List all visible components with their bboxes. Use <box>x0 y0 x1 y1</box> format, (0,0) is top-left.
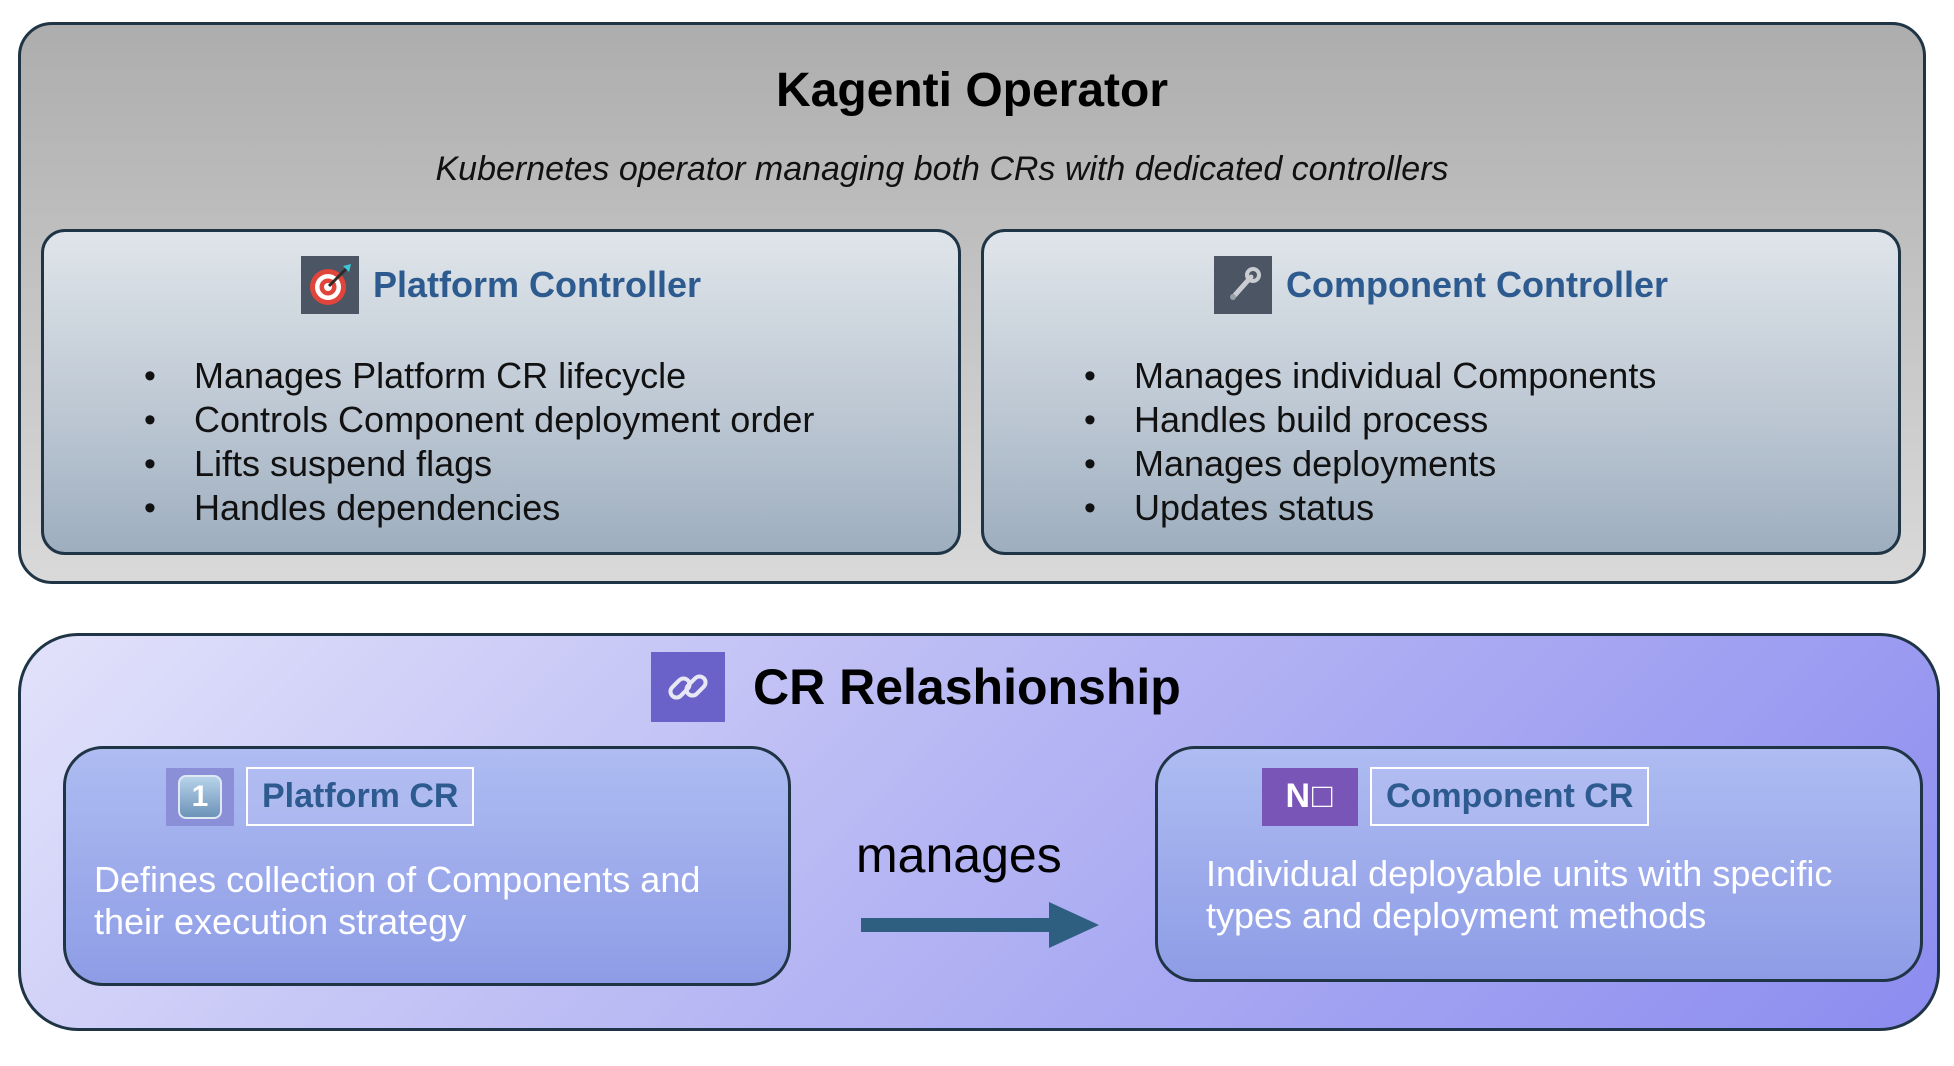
component-cr-box: N□ Component CR Individual deployable un… <box>1155 746 1923 982</box>
target-icon <box>300 256 359 314</box>
component-controller-box: Component Controller Manages individual … <box>981 229 1901 555</box>
component-cr-description: Individual deployable units with specifi… <box>1206 853 1833 936</box>
list-item: Manages individual Components <box>1084 354 1656 398</box>
component-cr-header: N□ Component CR <box>1262 767 1650 826</box>
list-item: Manages deployments <box>1084 442 1656 486</box>
list-item: Lifts suspend flags <box>144 442 814 486</box>
cr-relationship-header: CR Relashionship <box>651 652 1181 722</box>
manages-arrow-icon <box>861 902 1099 948</box>
operator-subtitle: Kubernetes operator managing both CRs wi… <box>435 150 1449 188</box>
component-controller-list: Manages individual Components Handles bu… <box>1084 354 1656 530</box>
number-one-icon: 1 <box>166 767 234 826</box>
platform-cr-box: 1 Platform CR Defines collection of Comp… <box>63 746 791 986</box>
list-item: Updates status <box>1084 486 1656 530</box>
number-one-glyph: 1 <box>178 774 222 819</box>
list-item: Manages Platform CR lifecycle <box>144 354 814 398</box>
list-item: Controls Component deployment order <box>144 398 814 442</box>
platform-cr-label: Platform CR <box>246 767 475 826</box>
link-icon <box>651 652 725 722</box>
cr-relationship-panel: CR Relashionship 1 Platform CR Defines c… <box>18 633 1940 1031</box>
operator-title: Kagenti Operator <box>775 64 1169 117</box>
platform-cr-header: 1 Platform CR <box>166 767 475 826</box>
list-item: Handles dependencies <box>144 486 814 530</box>
kagenti-operator-panel: Kagenti Operator Kubernetes operator man… <box>18 22 1926 584</box>
n-badge-icon: N□ <box>1262 767 1358 826</box>
cr-relationship-title: CR Relashionship <box>753 659 1181 715</box>
platform-controller-header: Platform Controller <box>44 256 958 314</box>
platform-cr-description: Defines collection of Components and the… <box>94 859 701 942</box>
platform-controller-list: Manages Platform CR lifecycle Controls C… <box>144 354 814 530</box>
platform-controller-box: Platform Controller Manages Platform CR … <box>41 229 961 555</box>
relation-label: manages <box>856 827 1062 883</box>
component-cr-label: Component CR <box>1370 767 1650 826</box>
list-item: Handles build process <box>1084 398 1656 442</box>
wrench-icon <box>1214 256 1272 314</box>
component-controller-title: Component Controller <box>1286 264 1668 305</box>
platform-controller-title: Platform Controller <box>372 264 702 305</box>
component-controller-header: Component Controller <box>984 256 1898 314</box>
